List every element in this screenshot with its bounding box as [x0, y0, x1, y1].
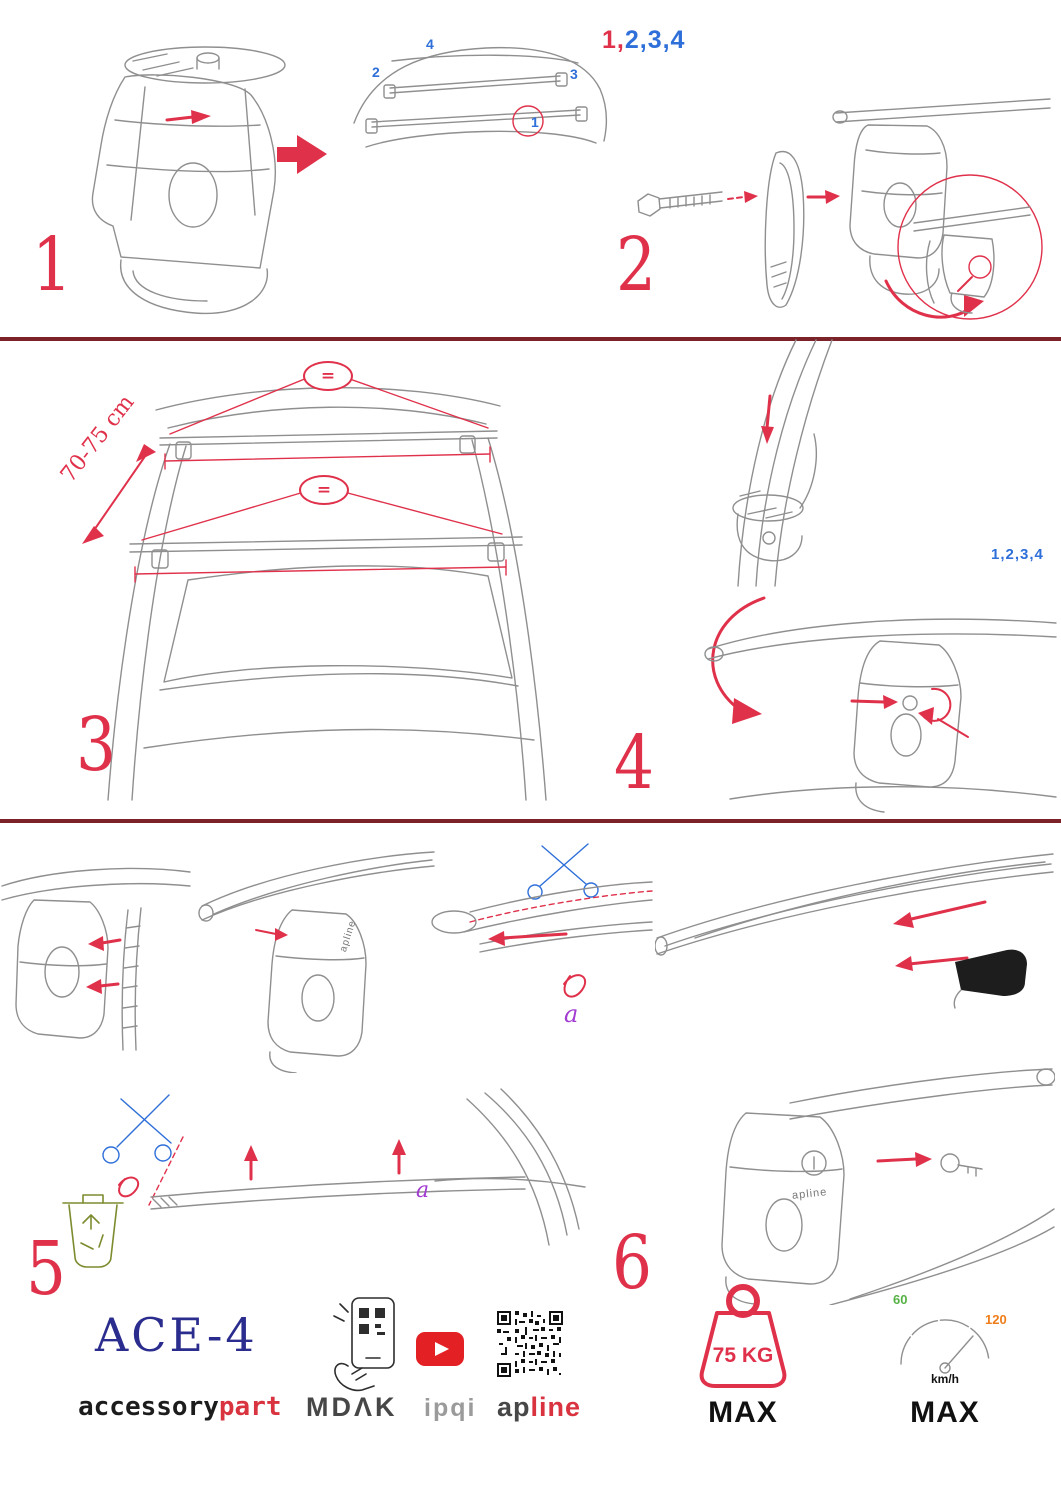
cut-strip-label-a: a — [564, 1000, 579, 1028]
equals-text: = — [316, 480, 332, 500]
logo-ipqi: ipqi — [424, 1394, 477, 1422]
step-4-number: 4 — [614, 720, 655, 806]
step5-cut-strip-illustration — [418, 832, 653, 1047]
youtube-icon — [415, 1331, 465, 1367]
cut-strip-label-a: a — [416, 1178, 430, 1203]
step5-foot-on-bar-illustration — [198, 838, 438, 1074]
trash-recycle-icon — [62, 1194, 124, 1268]
step1-foot-illustration — [55, 25, 330, 325]
sequence-label-blue: 2,3,4 — [624, 26, 686, 54]
equals-badge-upper: = — [303, 361, 353, 391]
logo-line-text: line — [530, 1392, 582, 1422]
weight-icon — [683, 1282, 803, 1394]
step4-doorframe-illustration — [648, 338, 918, 588]
speed-120-label: 120 — [985, 1312, 1007, 1327]
roof-overview-illustration — [338, 25, 628, 170]
step4-tighten-illustration — [700, 585, 1060, 815]
step6-lock-illustration — [650, 1055, 1056, 1306]
speedometer-icon — [880, 1288, 1010, 1396]
step5-slide-strip-illustration — [654, 838, 1055, 1043]
step2-bracket-illustration — [628, 55, 1053, 335]
roof-callout-4: 4 — [426, 36, 434, 52]
section-divider-1 — [0, 337, 1061, 341]
step-6-number: 6 — [612, 1220, 653, 1306]
max-speed-label: MAX — [910, 1396, 980, 1429]
key-icon — [940, 1153, 983, 1177]
max-load-label: MAX — [708, 1396, 778, 1429]
step-1-number: 1 — [32, 222, 73, 308]
section-divider-2 — [0, 819, 1061, 823]
step5-trim-discard-illustration — [55, 1085, 640, 1280]
logo-accessory-text: accessory — [78, 1392, 219, 1422]
product-name: ACE-4 — [95, 1308, 258, 1362]
step-3-number: 3 — [76, 702, 117, 788]
step4-curved-arrow — [688, 592, 793, 727]
equals-badge-lower: = — [299, 475, 349, 505]
logo-part-text: part — [218, 1392, 282, 1422]
equals-text: = — [320, 366, 336, 386]
sequence-label-top: 1,2,3,4 — [602, 26, 685, 55]
logo-ap-text: ap — [497, 1392, 531, 1422]
speed-unit: km/h — [930, 1372, 959, 1386]
qr-code — [497, 1311, 563, 1377]
step-2-number: 2 — [616, 222, 657, 308]
roof-callout-3: 3 — [570, 66, 578, 82]
step5-strip-insert-illustration — [0, 852, 192, 1062]
logo-mdak: MDΛK — [306, 1392, 398, 1422]
logo-apline: apline — [497, 1392, 581, 1423]
roof-callout-2: 2 — [372, 64, 380, 80]
step3-spacing-illustration — [60, 348, 625, 803]
roof-callout-1: 1 — [531, 114, 539, 130]
phone-scan-icon — [328, 1296, 406, 1392]
max-load-value: 75 KG — [712, 1344, 774, 1367]
logo-accessorypart: accessorypart — [78, 1392, 282, 1422]
step-5-number: 5 — [26, 1226, 67, 1312]
sequence-label-red: 1, — [602, 26, 625, 54]
speed-60-label: 60 — [893, 1292, 908, 1307]
sequence-label-side: 1,2,3,4 — [991, 546, 1044, 563]
